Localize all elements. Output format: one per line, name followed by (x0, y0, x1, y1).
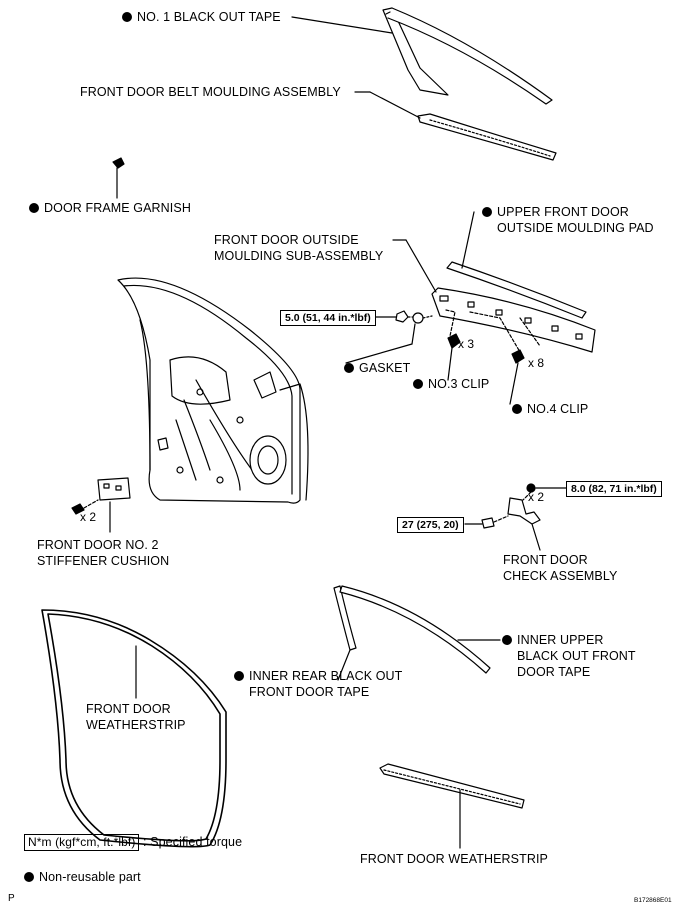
leader-check-assembly (531, 523, 541, 551)
label-check-assembly: FRONT DOOR CHECK ASSEMBLY (503, 553, 618, 583)
leader-gasket-b (345, 343, 413, 364)
label-frame-garnish: DOOR FRAME GARNISH (29, 200, 191, 216)
weatherstrip-loop-part (41, 609, 227, 848)
torque-check-lower: 27 (275, 20) (397, 517, 464, 533)
no4-clip-part (511, 349, 525, 364)
gasket-nut-part (395, 310, 433, 324)
stiffener-part (71, 477, 131, 515)
leader-gasket-a (411, 323, 416, 345)
qty-check: x 2 (528, 490, 545, 504)
black-out-tape-part (382, 7, 553, 105)
label-weatherstrip-left: FRONT DOOR WEATHERSTRIP (86, 702, 186, 732)
leader-black-out-tape (291, 16, 393, 34)
weatherstrip-bottom-part (379, 763, 525, 809)
non-reusable-dot-icon (24, 872, 34, 882)
moulding-pad-part (446, 261, 587, 319)
leader-inner-rear (337, 649, 351, 681)
belt-moulding-part (417, 113, 557, 161)
label-no3-clip: NO.3 CLIP (413, 376, 489, 392)
leader-outside-b (405, 239, 437, 293)
non-reusable-dot-icon (234, 671, 244, 681)
label-weatherstrip-bottom: FRONT DOOR WEATHERSTRIP (360, 852, 548, 866)
non-reusable-dot-icon (502, 635, 512, 645)
label-inner-rear-tape: INNER REAR BLACK OUT FRONT DOOR TAPE (234, 668, 402, 700)
label-no4-clip: NO.4 CLIP (512, 401, 588, 417)
label-black-out-tape: NO. 1 BLACK OUT TAPE (122, 9, 281, 25)
leader-belt-b (369, 91, 421, 119)
torque-check-upper: 8.0 (82, 71 in.*lbf) (566, 481, 662, 497)
label-inner-upper-tape: INNER UPPER BLACK OUT FRONT DOOR TAPE (502, 632, 636, 680)
inner-rear-tape-part (333, 585, 357, 651)
no3-clip-part (447, 333, 461, 349)
frame-garnish-part (112, 157, 125, 199)
qty-no4-clip: x 8 (528, 356, 545, 370)
qty-no3-clip: x 3 (458, 337, 475, 351)
footer-right: B172868E01 (634, 897, 672, 904)
label-moulding-pad: UPPER FRONT DOOR OUTSIDE MOULDING PAD (482, 204, 654, 236)
label-outside-moulding: FRONT DOOR OUTSIDE MOULDING SUB-ASSEMBLY (214, 233, 384, 263)
non-reusable-dot-icon (512, 404, 522, 414)
non-reusable-dot-icon (122, 12, 132, 22)
outside-moulding-part (431, 287, 596, 353)
non-reusable-dot-icon (482, 207, 492, 217)
legend-nonreusable: Non-reusable part (24, 869, 141, 885)
check-assembly-part (481, 483, 541, 529)
legend-torque: N*m (kgf*cm, ft.*lbf) : Specified torque (24, 834, 242, 851)
door-body-part (117, 277, 309, 504)
label-gasket: GASKET (344, 360, 410, 376)
leader-no4-clip (509, 362, 519, 405)
non-reusable-dot-icon (344, 363, 354, 373)
footer-left: P (8, 893, 15, 904)
torque-moulding: 5.0 (51, 44 in.*lbf) (280, 310, 376, 326)
legend-torque-text: : Specified torque (143, 835, 243, 849)
non-reusable-dot-icon (413, 379, 423, 389)
inner-upper-tape-part (339, 585, 491, 674)
label-belt-moulding: FRONT DOOR BELT MOULDING ASSEMBLY (80, 85, 341, 99)
qty-stiffener: x 2 (80, 510, 97, 524)
leader-no3-clip (447, 347, 453, 381)
non-reusable-dot-icon (29, 203, 39, 213)
leader-moulding-pad (461, 211, 475, 269)
label-stiffener: FRONT DOOR NO. 2 STIFFENER CUSHION (37, 538, 170, 568)
legend-torque-box: N*m (kgf*cm, ft.*lbf) (24, 834, 140, 851)
